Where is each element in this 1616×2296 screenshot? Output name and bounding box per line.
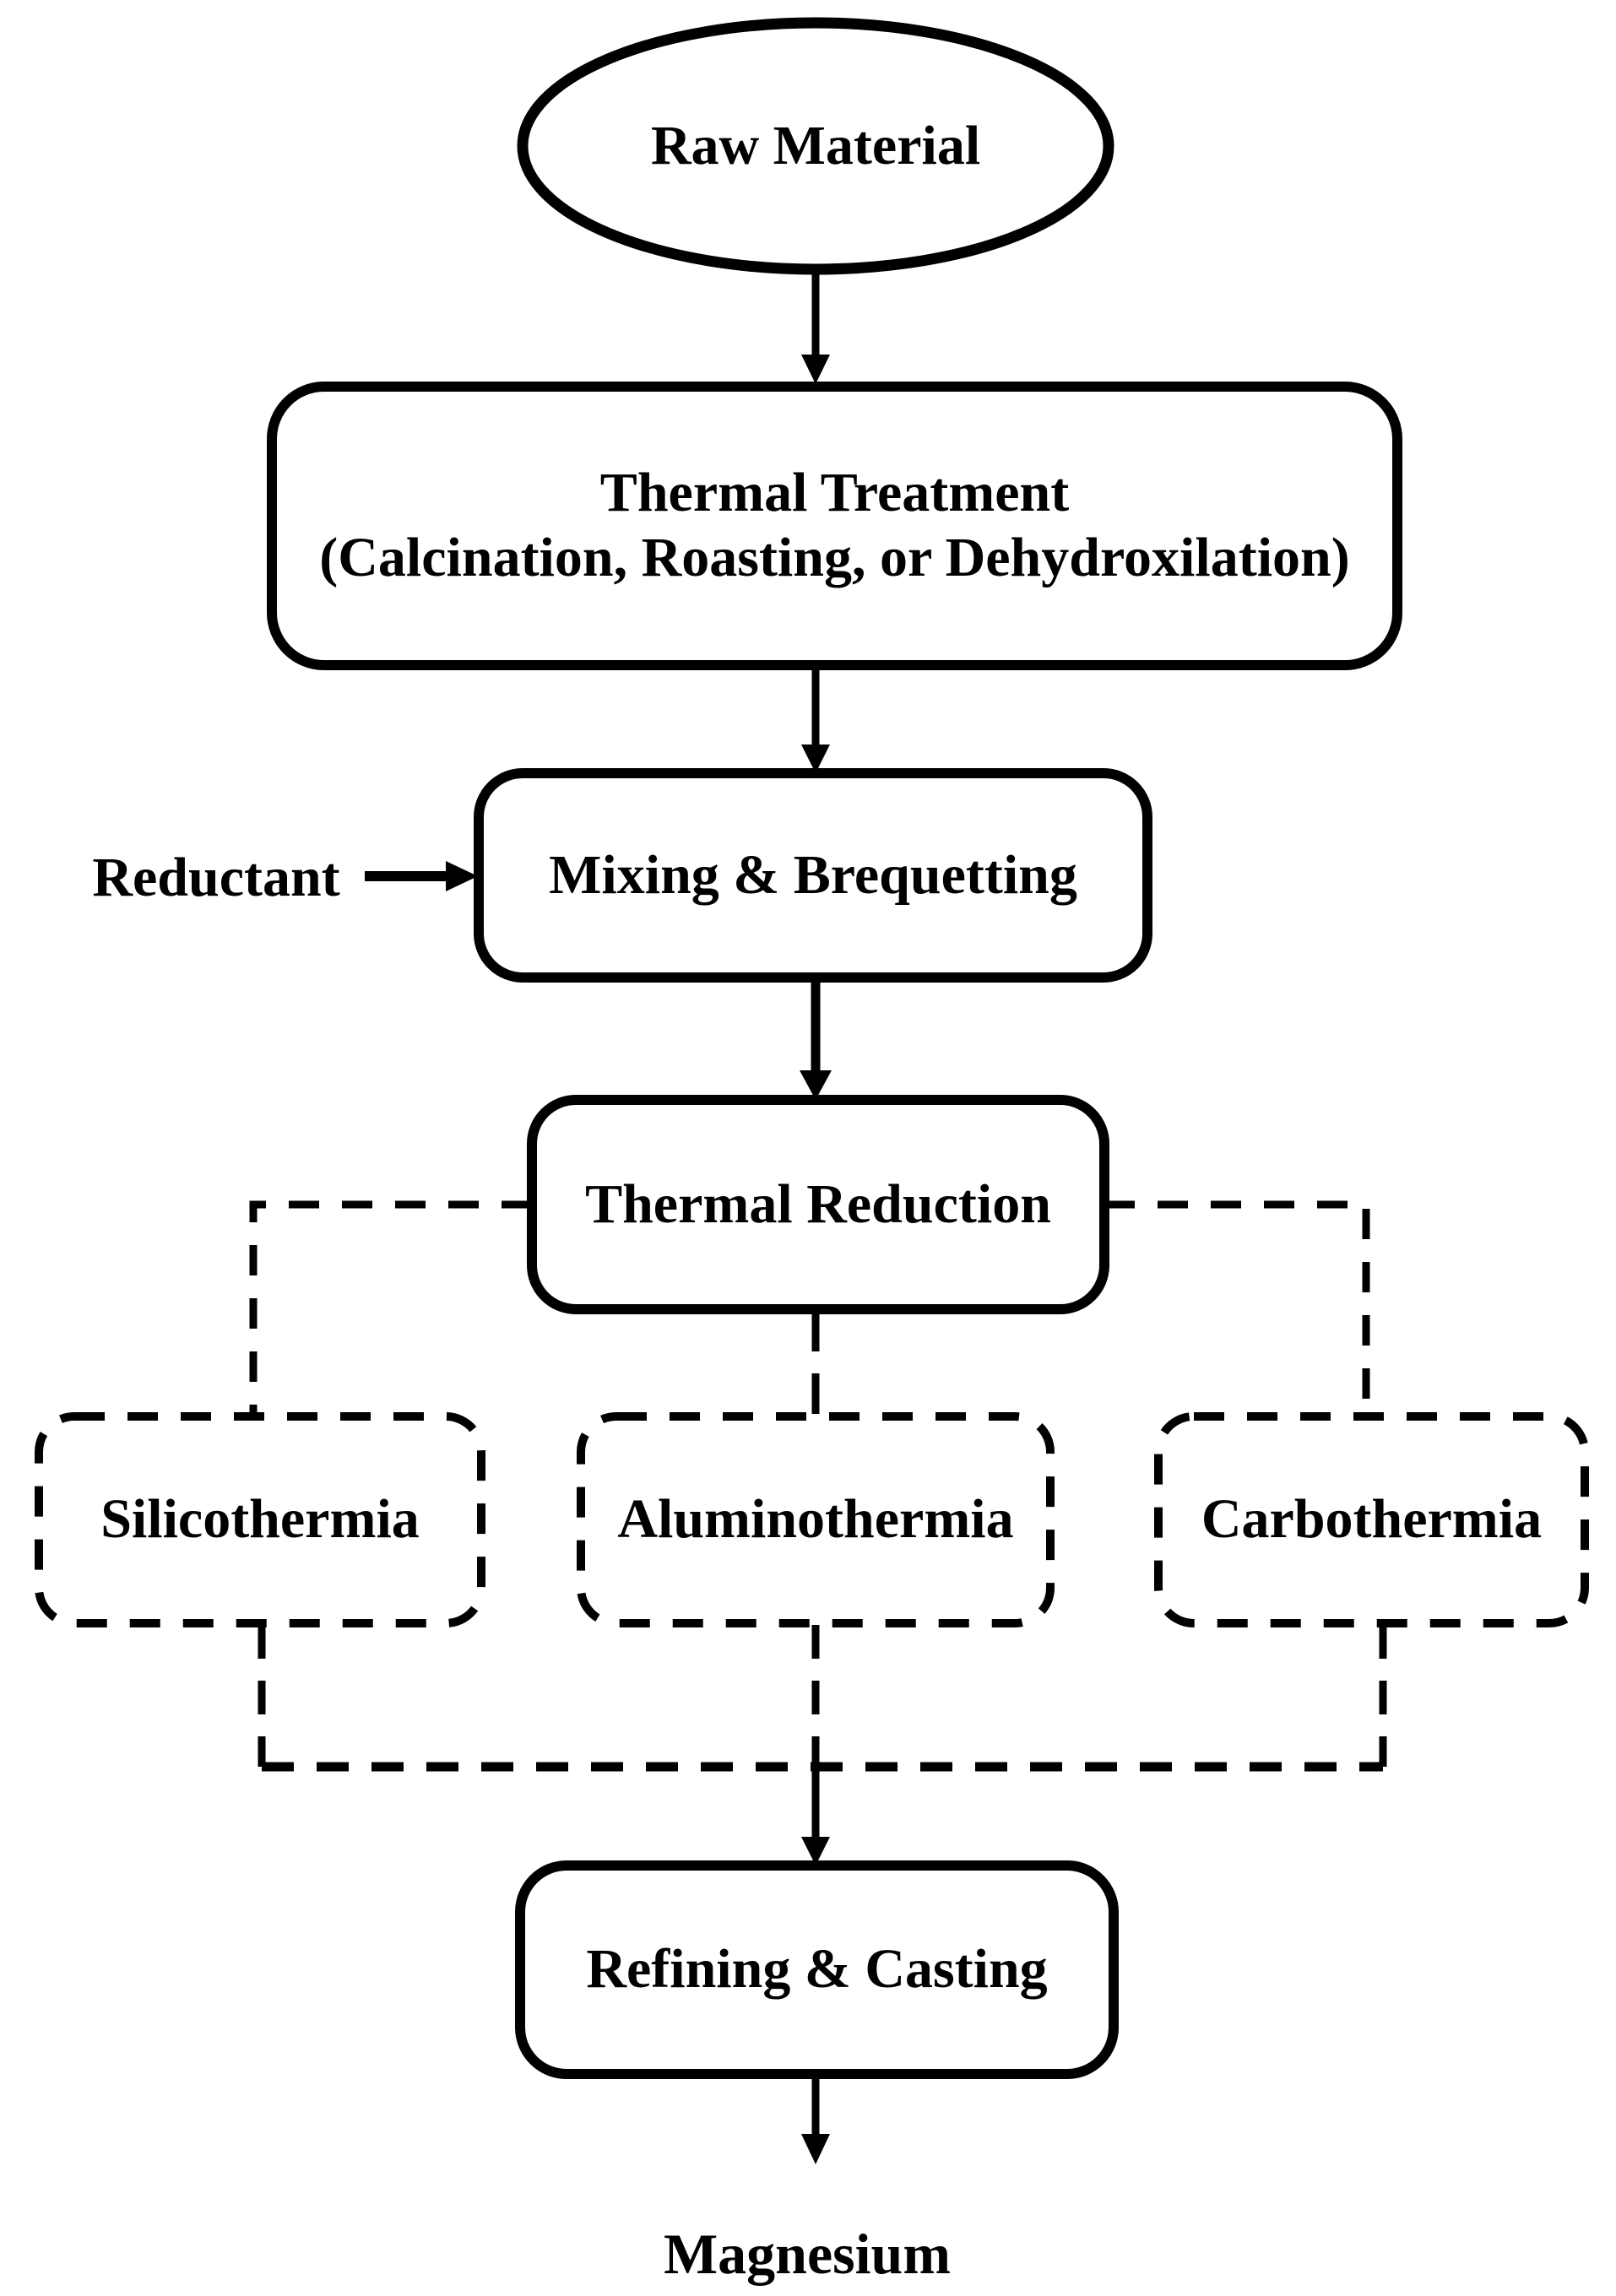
refining-casting-box bbox=[515, 1860, 1119, 2079]
arrow-refining-to-magnesium bbox=[801, 2074, 830, 2164]
connector-reduction-to-silicothermia bbox=[249, 1200, 532, 1416]
silicothermia-box bbox=[35, 1412, 485, 1627]
mixing-brequetting-box bbox=[474, 768, 1152, 983]
arrow-treatment-to-mixing bbox=[801, 665, 830, 773]
arrow-reductant-to-mixing bbox=[365, 861, 478, 891]
arrow-mixing-to-reduction bbox=[800, 977, 832, 1100]
thermal-treatment-box bbox=[267, 382, 1402, 670]
arrow-join-to-refining bbox=[801, 1767, 830, 1866]
thermal-reduction-box bbox=[527, 1095, 1109, 1314]
raw-material-ellipse bbox=[517, 17, 1114, 275]
arrow-raw-to-treatment bbox=[801, 268, 830, 384]
connector-reduction-to-carbothermia bbox=[1104, 1200, 1370, 1416]
carbothermia-box bbox=[1154, 1412, 1589, 1627]
aluminothermia-box bbox=[577, 1412, 1055, 1627]
